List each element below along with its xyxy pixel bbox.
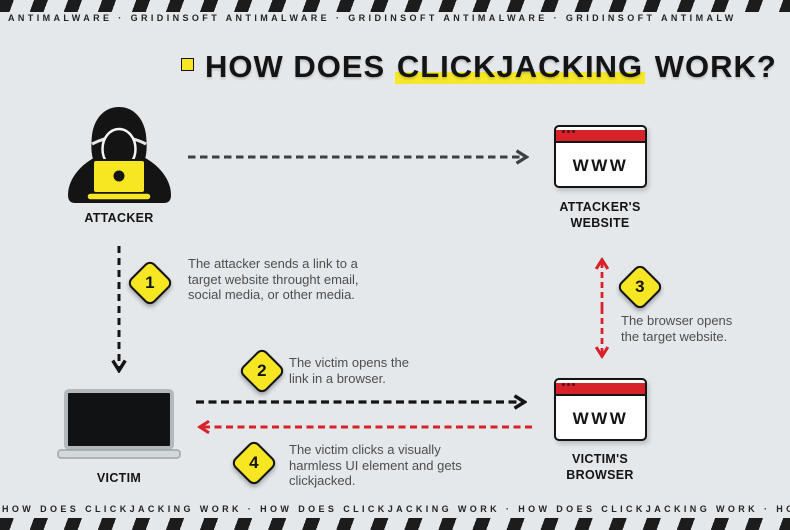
step-1-number: 1	[145, 273, 155, 292]
top-hazard-stripes	[0, 0, 790, 12]
title-prefix: HOW DOES	[205, 49, 395, 84]
top-banner-text: ANTIMALWARE · GRIDINSOFT ANTIMALWARE · G…	[8, 13, 737, 23]
bottom-banner-text: HOW DOES CLICKJACKING WORK · HOW DOES CL…	[2, 504, 790, 514]
step-4-badge: 4	[229, 438, 279, 488]
attacker-hacker-icon	[68, 107, 171, 203]
attacker-website-www-text: WWW	[572, 156, 629, 175]
attacker-label: ATTACKER	[84, 211, 154, 225]
attacker-website-window: WWW	[554, 125, 647, 188]
step-3-badge: 3	[615, 262, 665, 312]
victim-label: VICTIM	[96, 471, 142, 485]
step-1-badge: 1	[125, 258, 175, 308]
bottom-hazard-stripes	[0, 518, 790, 530]
step-2-badge: 2	[237, 346, 287, 396]
step-2-number: 2	[257, 361, 267, 380]
step-1-text: The attacker sends a link to a target we…	[188, 256, 359, 302]
step-2-text: The victim opens the link in a browser.	[289, 355, 409, 386]
title-suffix: WORK?	[645, 49, 777, 84]
step-3-text: The browser opens the target website.	[621, 313, 733, 344]
window-dots-icon	[562, 383, 565, 386]
victim-browser-window: WWW	[554, 378, 647, 441]
step-4-text: The victim clicks a visually harmless UI…	[289, 442, 462, 488]
victim-browser-label: VICTIM'S BROWSER	[566, 452, 634, 482]
window-titlebar	[556, 383, 645, 396]
attacker-website-label: ATTACKER'S WEBSITE	[559, 200, 641, 230]
window-titlebar	[556, 130, 645, 143]
victim-laptop-icon	[57, 389, 181, 459]
window-dots-icon	[562, 130, 565, 133]
title-row: HOW DOES CLICKJACKING WORK?	[181, 49, 777, 85]
page-title: HOW DOES CLICKJACKING WORK?	[205, 49, 777, 85]
victim-browser-www-text: WWW	[572, 409, 629, 428]
step-3-number: 3	[635, 277, 645, 296]
bullet-square-icon	[181, 58, 194, 71]
title-highlight: CLICKJACKING	[394, 49, 646, 84]
step-4-number: 4	[249, 453, 259, 472]
